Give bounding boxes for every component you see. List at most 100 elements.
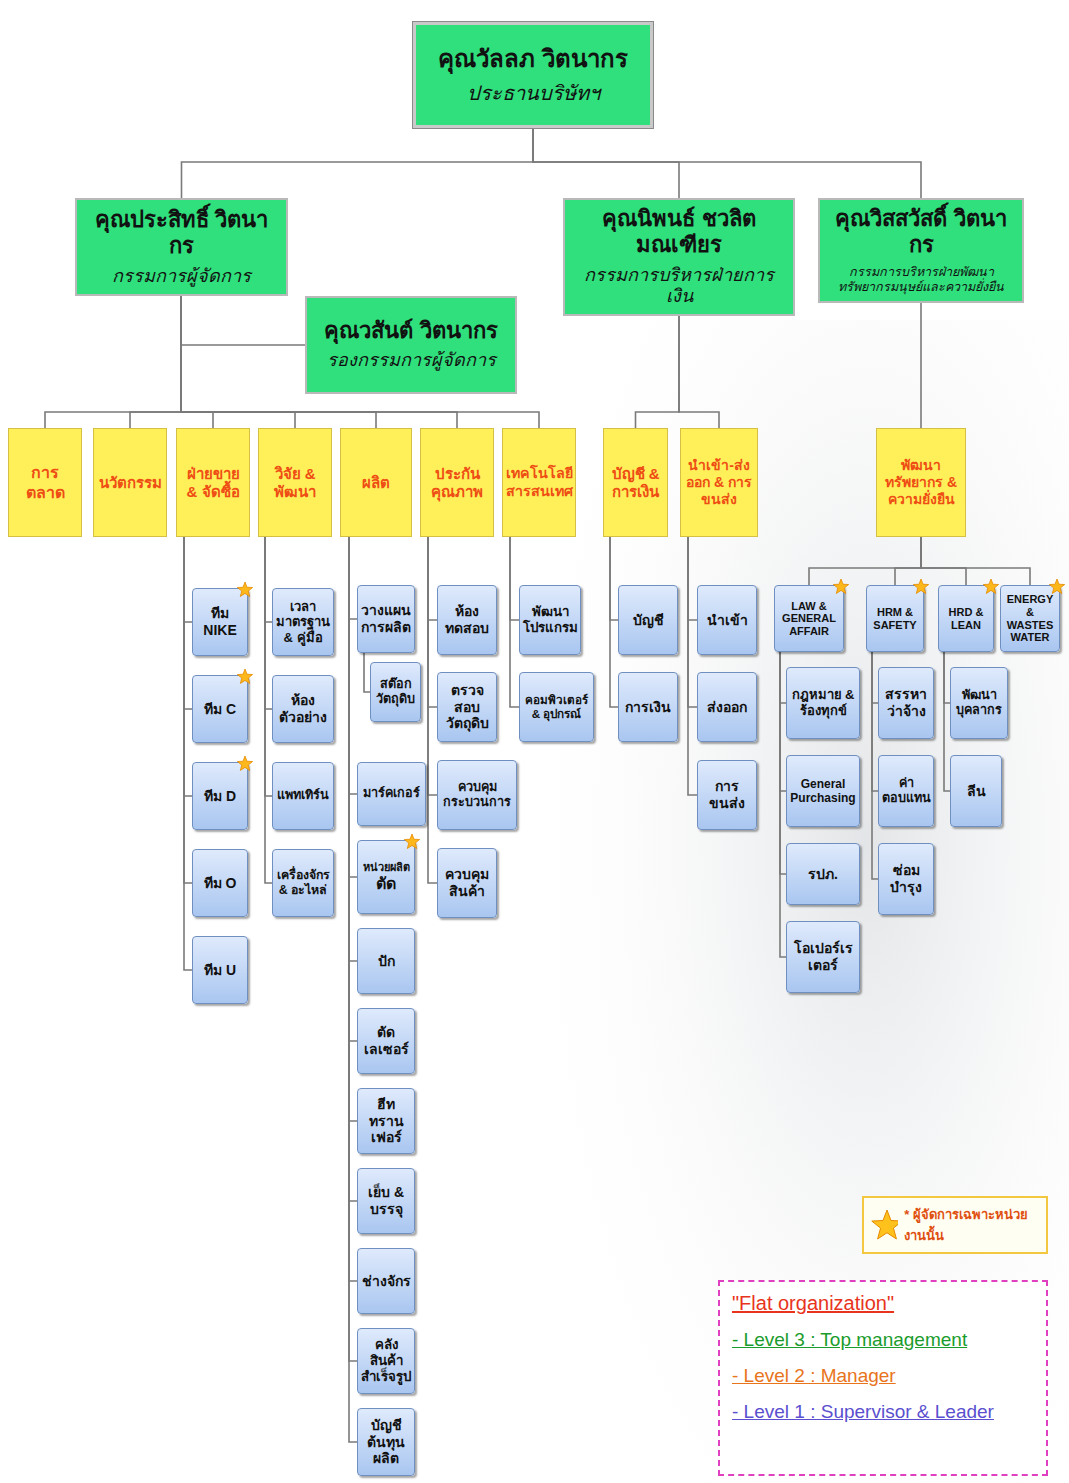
org-connector [349, 537, 357, 961]
unit-box: โอเปอร์เรเตอร์ [786, 921, 860, 993]
unit-name: ฮีท ทรานเฟอร์ [361, 1096, 411, 1146]
org-connector [349, 537, 357, 1041]
unit-name: กฎหมาย & ร้องทุกข์ [790, 687, 856, 718]
department-name: บัญชี & การเงิน [607, 465, 664, 501]
unit-name: ตรวจสอบวัตถุดิบ [441, 682, 493, 732]
department-name: ประกันคุณภาพ [424, 465, 490, 501]
unit-box: ตัดเลเซอร์ [357, 1008, 415, 1074]
unit-name: ลีน [954, 783, 998, 800]
section-box: HRM & SAFETY [866, 585, 924, 652]
unit-name: ซ่อมบำรุง [882, 862, 930, 896]
org-connector [636, 316, 680, 428]
org-connector [533, 128, 921, 198]
unit-box: กฎหมาย & ร้องทุกข์ [786, 667, 860, 739]
department-name: ผลิต [344, 474, 408, 492]
person-name: คุณวัลลภ วิตนากร [424, 45, 642, 74]
department-box: นำเข้า-ส่งออก & การขนส่ง [680, 428, 758, 537]
org-connector [679, 316, 719, 428]
org-connector [184, 537, 192, 970]
unit-box: สรรหาว่าจ้าง [878, 667, 934, 739]
unit-box: ตรวจสอบวัตถุดิบ [437, 672, 497, 742]
unit-name: ควบคุมกระบวนการ [441, 780, 513, 810]
unit-box: การขนส่ง [697, 760, 757, 830]
department-box: นวัตกรรม [93, 428, 167, 537]
chairman-box: คุณวัลลภ วิตนากรประธานบริษัทฯ [413, 22, 653, 128]
unit-box: บัญชีต้นทุนผลิต [357, 1408, 415, 1476]
level-note-box: "Flat organization"- Level 3 : Top manag… [718, 1280, 1048, 1476]
section-box: LAW & GENERAL AFFAIR [774, 585, 844, 652]
unit-name: คอมพิวเตอร์ & อุปกรณ์ [523, 693, 590, 721]
unit-box: ช่างจักร [357, 1248, 415, 1314]
unit-box: เครื่องจักร & อะไหล่ [272, 849, 334, 917]
legend-item: * ผู้จัดการเฉพาะหน่วยงานนั้น [870, 1204, 1040, 1246]
org-connector [181, 296, 539, 428]
unit-name: พัฒนาโปรแกรม [523, 604, 577, 636]
org-connector [265, 537, 272, 796]
org-connector [688, 537, 697, 795]
unit-box: ปัก [357, 928, 415, 994]
unit-box: แพทเทิร์น [272, 762, 334, 830]
person-name: คุณวสันต์ วิตนากร [315, 318, 507, 344]
org-connector [610, 537, 618, 707]
unit-box: พัฒนาบุคลากร [950, 667, 1008, 739]
unit-box: บัญชี [618, 585, 678, 655]
org-connector [349, 537, 357, 1442]
org-connector [688, 537, 697, 620]
org-connector [349, 537, 357, 1121]
executive-box: คุณวสันต์ วิตนากรรองกรรมการผู้จัดการ [305, 296, 517, 394]
unit-name: คลังสินค้าสำเร็จรูป [361, 1337, 411, 1385]
unit-name: General Purchasing [790, 777, 856, 806]
manager-star [833, 579, 848, 593]
executive-box: คุณวิสสวัสดิ์ วิตนากรกรรมการบริหารฝ่ายพั… [818, 198, 1024, 303]
unit-name: บัญชี [622, 612, 674, 629]
org-connector [349, 537, 357, 1201]
department-name: นวัตกรรม [97, 474, 163, 492]
org-connector [920, 303, 922, 428]
section-name: LAW & GENERAL AFFAIR [778, 600, 840, 638]
unit-box: ควบคุมสินค้า [437, 848, 497, 918]
department-box: การตลาด [8, 428, 82, 537]
org-connector [428, 537, 437, 620]
org-connector [349, 537, 357, 877]
legend-star [870, 1208, 898, 1242]
person-name: คุณวิสสวัสดิ์ วิตนากร [828, 206, 1014, 259]
org-connector [688, 537, 697, 707]
department-box: พัฒนาทรัพยากร & ความยั่งยืน [876, 428, 966, 537]
unit-name: ปัก [361, 953, 411, 970]
org-connector [184, 537, 192, 622]
unit-name: บัญชีต้นทุนผลิต [361, 1417, 411, 1467]
legend-box: * ผู้จัดการเฉพาะหน่วยงานนั้น [862, 1196, 1048, 1254]
org-connector [265, 537, 272, 622]
unit-box: ห้องตัวอย่าง [272, 675, 334, 743]
department-name: นำเข้า-ส่งออก & การขนส่ง [684, 457, 754, 507]
org-connector [181, 296, 213, 428]
org-connector [182, 128, 534, 198]
unit-box: พัฒนาโปรแกรม [519, 585, 581, 655]
org-connector [184, 537, 192, 796]
department-box: วิจัย & พัฒนา [258, 428, 332, 537]
unit-box: ทีม NIKE [192, 588, 248, 656]
org-connector [921, 537, 1030, 585]
unit-name: วางแผนการผลิต [361, 602, 411, 636]
manager-star [237, 756, 252, 770]
department-box: ฝ่ายขาย & จัดซื้อ [176, 428, 250, 537]
manager-star [237, 582, 252, 596]
section-name: ENERGY & WASTES WATER [1004, 593, 1056, 644]
section-name: HRM & SAFETY [870, 606, 920, 631]
legend-star-shape [872, 1210, 898, 1239]
unit-box: เวลามาตรฐาน & คู่มือ [272, 588, 334, 656]
unit-box: General Purchasing [786, 755, 860, 827]
unit-box: มาร์คเกอร์ [357, 762, 426, 826]
org-connector [45, 296, 181, 428]
unit-box: วางแผนการผลิต [357, 585, 415, 653]
unit-name: ห้องทดสอบ [441, 603, 493, 637]
department-box: เทคโนโลยีสารสนเทศ [502, 428, 576, 537]
unit-name: หน่วยผลิต [361, 861, 411, 874]
department-box: ประกันคุณภาพ [420, 428, 494, 537]
department-name: วิจัย & พัฒนา [262, 465, 328, 501]
unit-name: ค่าตอบแทน [882, 776, 930, 806]
unit-name: ทีม U [196, 962, 244, 979]
org-connector [184, 537, 192, 883]
unit-name: เย็บ & บรรจุ [361, 1184, 411, 1218]
org-connector [349, 537, 357, 1281]
